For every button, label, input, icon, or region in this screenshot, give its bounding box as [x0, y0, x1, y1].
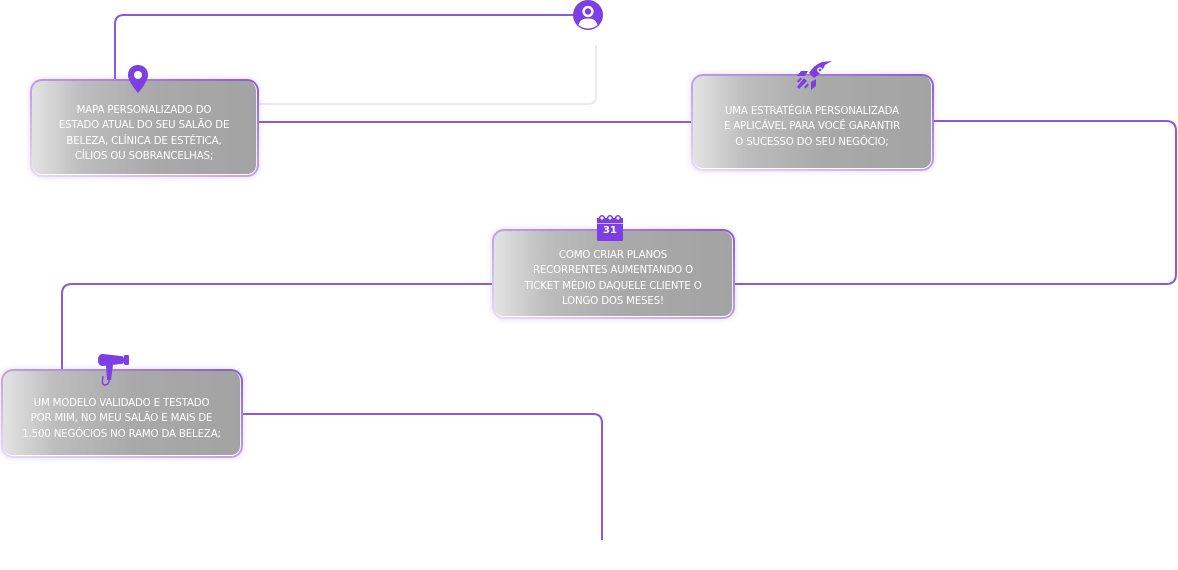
calendar-icon-day: 31: [603, 225, 617, 236]
connector-step-4-to-end: [243, 413, 603, 540]
connector-step-3-to-step-4: [61, 283, 492, 370]
rocket-icon: [797, 61, 832, 90]
step-card-3: COMO CRIAR PLANOS RECORRENTES AUMENTANDO…: [492, 229, 735, 319]
step-card-2-text: UMA ESTRATÉGIA PERSONALIZADA E APLICÁVEL…: [723, 105, 901, 148]
step-card-4-body: UM MODELO VALIDADO E TESTADO POR MIM, NO…: [3, 371, 241, 456]
step-card-2: UMA ESTRATÉGIA PERSONALIZADA E APLICÁVEL…: [691, 74, 934, 171]
faint-outline-top: [258, 45, 597, 105]
user-profile-icon: [573, 0, 603, 30]
step-card-1-body: MAPA PERSONALIZADO DO ESTADO ATUAL DO SE…: [32, 81, 257, 175]
step-card-4: UM MODELO VALIDADO E TESTADO POR MIM, NO…: [1, 369, 243, 458]
step-card-1: MAPA PERSONALIZADO DO ESTADO ATUAL DO SE…: [30, 79, 259, 177]
step-card-1-text: MAPA PERSONALIZADO DO ESTADO ATUAL DO SE…: [58, 104, 230, 163]
map-pin-icon: [128, 65, 148, 93]
step-card-3-text: COMO CRIAR PLANOS RECORRENTES AUMENTANDO…: [524, 249, 702, 308]
hair-dryer-icon: [98, 354, 129, 386]
connector-step-2-to-step-3: [735, 120, 1177, 285]
step-card-3-body: COMO CRIAR PLANOS RECORRENTES AUMENTANDO…: [494, 231, 733, 317]
step-card-2-body: UMA ESTRATÉGIA PERSONALIZADA E APLICÁVEL…: [693, 76, 932, 169]
step-card-4-text: UM MODELO VALIDADO E TESTADO POR MIM, NO…: [22, 397, 221, 440]
calendar-icon: 31: [597, 214, 623, 241]
connector-start-to-step-1: [114, 14, 575, 80]
